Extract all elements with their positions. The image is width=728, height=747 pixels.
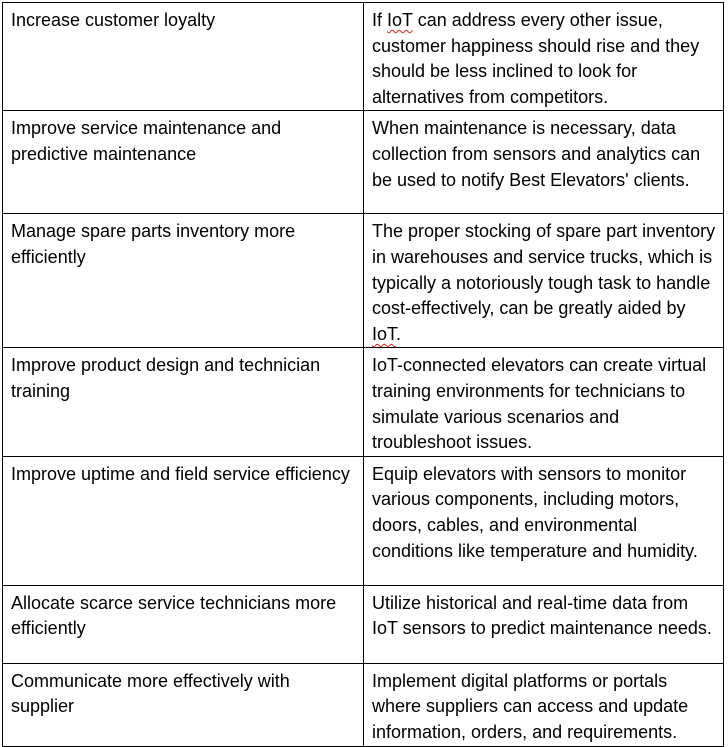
description-text: IoT-connected elevators can create virtu… (372, 355, 707, 453)
description-text: Utilize historical and real-time data fr… (372, 592, 712, 639)
description-cell: If IoT can address every other issue, cu… (363, 1, 724, 112)
description-cell: Implement digital platforms or portals w… (363, 662, 724, 747)
table-row: Increase customer loyalty If IoT can add… (2, 1, 724, 112)
description-text: When maintenance is necessary, data coll… (372, 118, 701, 190)
description-cell: Utilize historical and real-time data fr… (363, 584, 724, 664)
description-text: Implement digital platforms or portals w… (372, 670, 689, 742)
description-cell: When maintenance is necessary, data coll… (363, 110, 724, 215)
goal-cell: Manage spare parts inventory more effici… (2, 213, 364, 349)
description-text: Equip elevators with sensors to monitor … (372, 463, 698, 561)
table-row: Improve uptime and field service efficie… (2, 455, 724, 586)
goal-cell: Improve service maintenance and predicti… (2, 110, 364, 215)
table-row: Improve product design and technician tr… (2, 347, 724, 457)
spellcheck-flagged-word[interactable]: IoT (387, 10, 413, 30)
goal-cell: Increase customer loyalty (2, 1, 364, 112)
table-row: Communicate more effectively with suppli… (2, 662, 724, 747)
goal-cell: Allocate scarce service technicians more… (2, 584, 364, 664)
table-row: Allocate scarce service technicians more… (2, 584, 724, 664)
spellcheck-flagged-word[interactable]: IoT (372, 323, 397, 344)
goal-cell: Communicate more effectively with suppli… (2, 662, 364, 747)
description-text: The proper stocking of spare part invent… (372, 221, 716, 319)
description-text: . (396, 323, 402, 344)
description-cell: Equip elevators with sensors to monitor … (363, 455, 724, 586)
table-row: Improve service maintenance and predicti… (2, 110, 724, 215)
description-cell: The proper stocking of spare part invent… (363, 213, 724, 349)
goal-cell: Improve product design and technician tr… (2, 347, 364, 457)
goal-cell: Improve uptime and field service efficie… (2, 455, 364, 586)
description-cell: IoT-connected elevators can create virtu… (363, 347, 724, 457)
description-text: can address every other issue, customer … (372, 10, 700, 107)
table-row: Manage spare parts inventory more effici… (2, 213, 724, 349)
description-text: If (372, 10, 388, 30)
